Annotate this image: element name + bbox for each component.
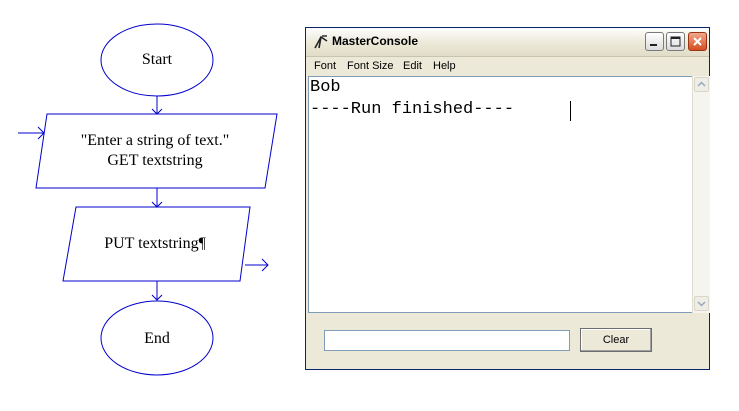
minimize-button[interactable]: [645, 32, 664, 51]
text-caret: [570, 101, 571, 121]
flowchart-shapes: [18, 23, 278, 376]
arrowhead-output-end: [151, 294, 163, 301]
flowchart: Start "Enter a string of text." GET text…: [0, 0, 290, 411]
app-icon: [314, 35, 328, 49]
input-line-2: GET textstring: [107, 152, 203, 169]
console-output[interactable]: Bob ----Run finished----: [308, 76, 693, 313]
menu-font[interactable]: Font: [314, 60, 337, 72]
end-label: End: [144, 330, 170, 347]
close-icon: [693, 37, 702, 46]
scroll-up-button[interactable]: [694, 77, 709, 92]
minimize-icon: [650, 44, 657, 46]
maximize-button[interactable]: [666, 32, 685, 51]
maximize-icon: [670, 36, 681, 47]
console-line-2: ----Run finished----: [310, 100, 515, 119]
input-line-1: "Enter a string of text.": [80, 132, 230, 149]
vertical-scrollbar[interactable]: [692, 76, 710, 313]
window-title: MasterConsole: [332, 34, 419, 48]
masterconsole-window: MasterConsole Font Font Size Edit Help B…: [305, 27, 710, 370]
console-input-field[interactable]: [324, 330, 570, 351]
clear-button[interactable]: Clear: [580, 328, 652, 352]
chevron-down-icon: [697, 301, 706, 307]
title-bar[interactable]: MasterConsole: [306, 28, 709, 57]
close-button[interactable]: [688, 32, 707, 51]
output-label: PUT textstring¶: [104, 235, 206, 252]
entry-arrowhead: [37, 126, 45, 140]
menu-font-size[interactable]: Font Size: [347, 60, 394, 72]
end-ellipse: [100, 300, 214, 376]
start-label: Start: [141, 51, 173, 68]
menu-bar: Font Font Size Edit Help: [306, 56, 709, 76]
chevron-up-icon: [697, 81, 706, 87]
scroll-down-button[interactable]: [694, 296, 709, 311]
output-parallelogram: [62, 206, 251, 282]
console-line-1: Bob: [310, 78, 341, 97]
menu-help[interactable]: Help: [433, 60, 456, 72]
menu-edit[interactable]: Edit: [403, 60, 422, 72]
input-parallelogram: [35, 113, 278, 189]
exit-arrowhead: [261, 258, 269, 272]
